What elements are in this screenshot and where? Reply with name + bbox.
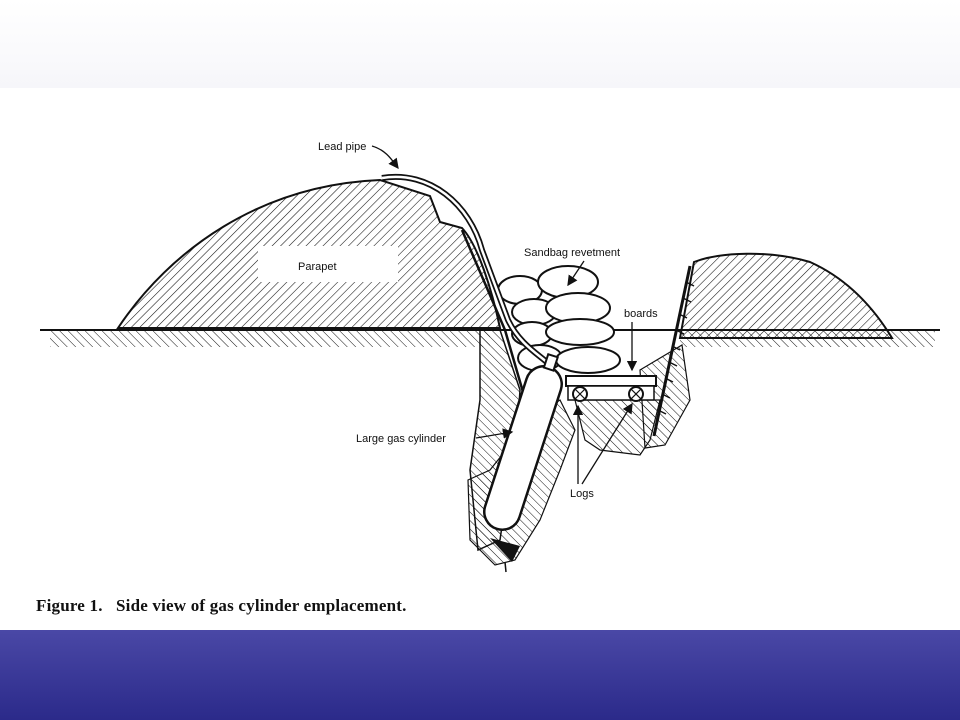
label-large-gas-cylinder: Large gas cylinder	[356, 433, 446, 445]
bottom-band	[0, 630, 960, 720]
earth-right-trench	[639, 344, 691, 449]
lead-pipe-inner	[381, 175, 551, 366]
gas-cylinder	[483, 352, 563, 531]
right-mound	[678, 252, 894, 339]
sump	[490, 538, 520, 562]
label-boards: boards	[624, 308, 658, 320]
leader-lead-pipe	[371, 145, 399, 170]
emplacement-diagram: Parapet Lead pipe San	[40, 141, 940, 573]
figure-caption: Figure 1. Side view of gas cylinder empl…	[36, 596, 407, 615]
sandbags	[497, 265, 621, 374]
label-parapet: Parapet	[298, 261, 337, 273]
leader-logs-right	[581, 402, 633, 485]
leader-gas-cylinder	[475, 428, 514, 439]
label-lead-pipe: Lead pipe	[318, 141, 366, 153]
label-logs: Logs	[570, 488, 594, 500]
top-band	[0, 0, 960, 88]
leader-sandbag	[567, 260, 585, 287]
boards	[565, 375, 657, 387]
ground-hatch-left	[50, 331, 490, 347]
parapet-label-box	[258, 246, 398, 282]
label-sandbag-revetment: Sandbag revetment	[524, 247, 620, 259]
diagram: Parapet Lead pipe San	[0, 88, 960, 630]
